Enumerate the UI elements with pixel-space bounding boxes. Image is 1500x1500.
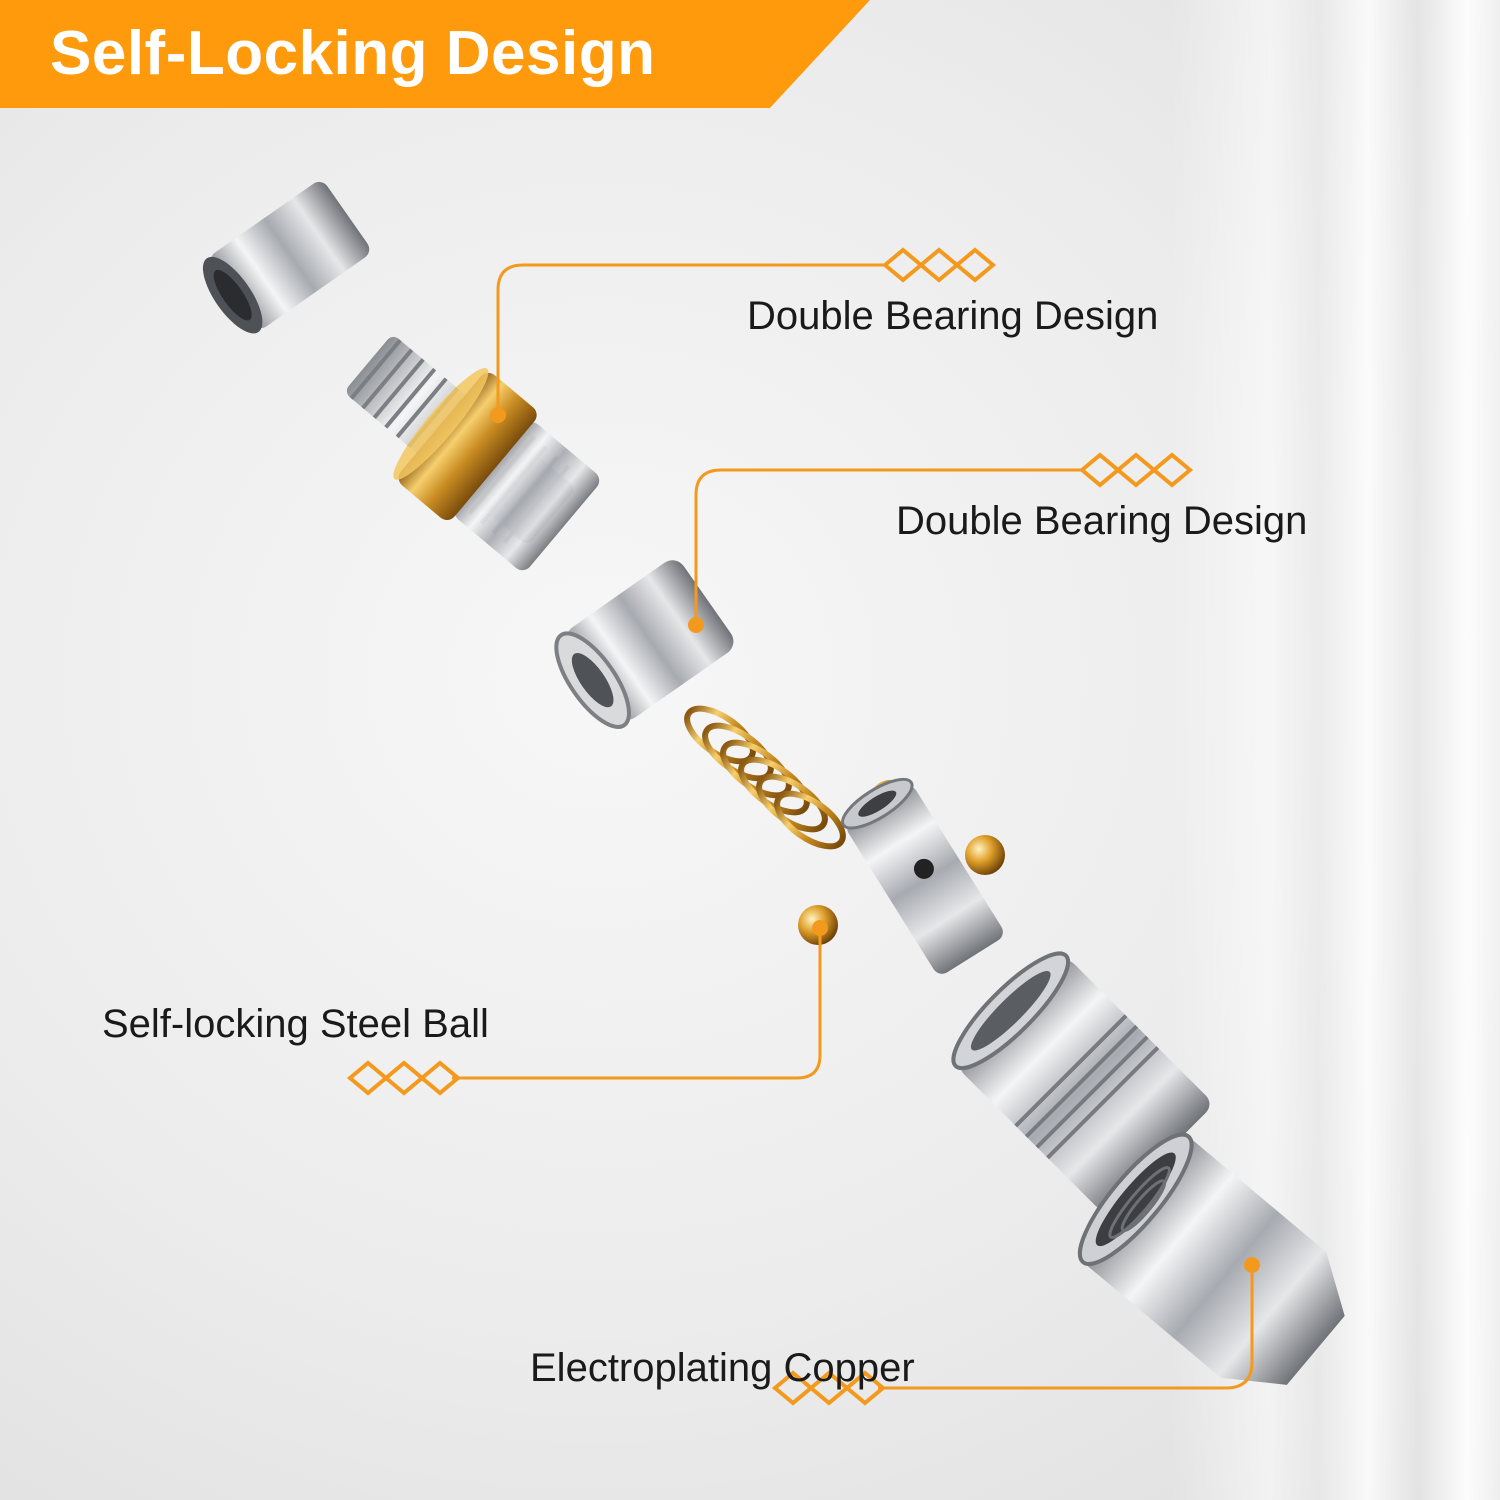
callout-dot-2 xyxy=(688,617,704,633)
callout-label-double-bearing-2: Double Bearing Design xyxy=(896,499,1308,543)
callout-line-2 xyxy=(694,468,1082,625)
callout-diamonds-2 xyxy=(1078,452,1194,488)
threaded-coupling xyxy=(951,951,1210,1210)
callout-line-1 xyxy=(496,263,885,415)
banner-title: Self-Locking Design xyxy=(50,19,656,88)
callout-diamonds-4 xyxy=(771,1370,887,1406)
callout-dot-4 xyxy=(1244,1257,1260,1273)
callout-line-3 xyxy=(452,928,822,1080)
steel-ball-2 xyxy=(965,835,1005,875)
callout-label-copper: Electroplating Copper xyxy=(530,1346,915,1390)
tapered-cap xyxy=(1077,1132,1345,1385)
title-banner: Self-Locking Design xyxy=(0,0,870,108)
pin-sleeve xyxy=(841,777,1003,974)
callout-diamonds-3 xyxy=(346,1060,462,1096)
callout-label-steel-ball: Self-locking Steel Ball xyxy=(102,1002,489,1046)
callout-dot-1 xyxy=(490,407,506,423)
bearing-ring xyxy=(554,560,734,729)
callout-diamonds-1 xyxy=(881,247,997,283)
callout-dot-3 xyxy=(812,920,828,936)
copper-spring xyxy=(684,705,846,850)
callout-line-4 xyxy=(878,1265,1254,1390)
callout-label-double-bearing-1: Double Bearing Design xyxy=(747,294,1159,338)
top-sleeve xyxy=(202,181,370,334)
threaded-bolt xyxy=(346,337,600,571)
